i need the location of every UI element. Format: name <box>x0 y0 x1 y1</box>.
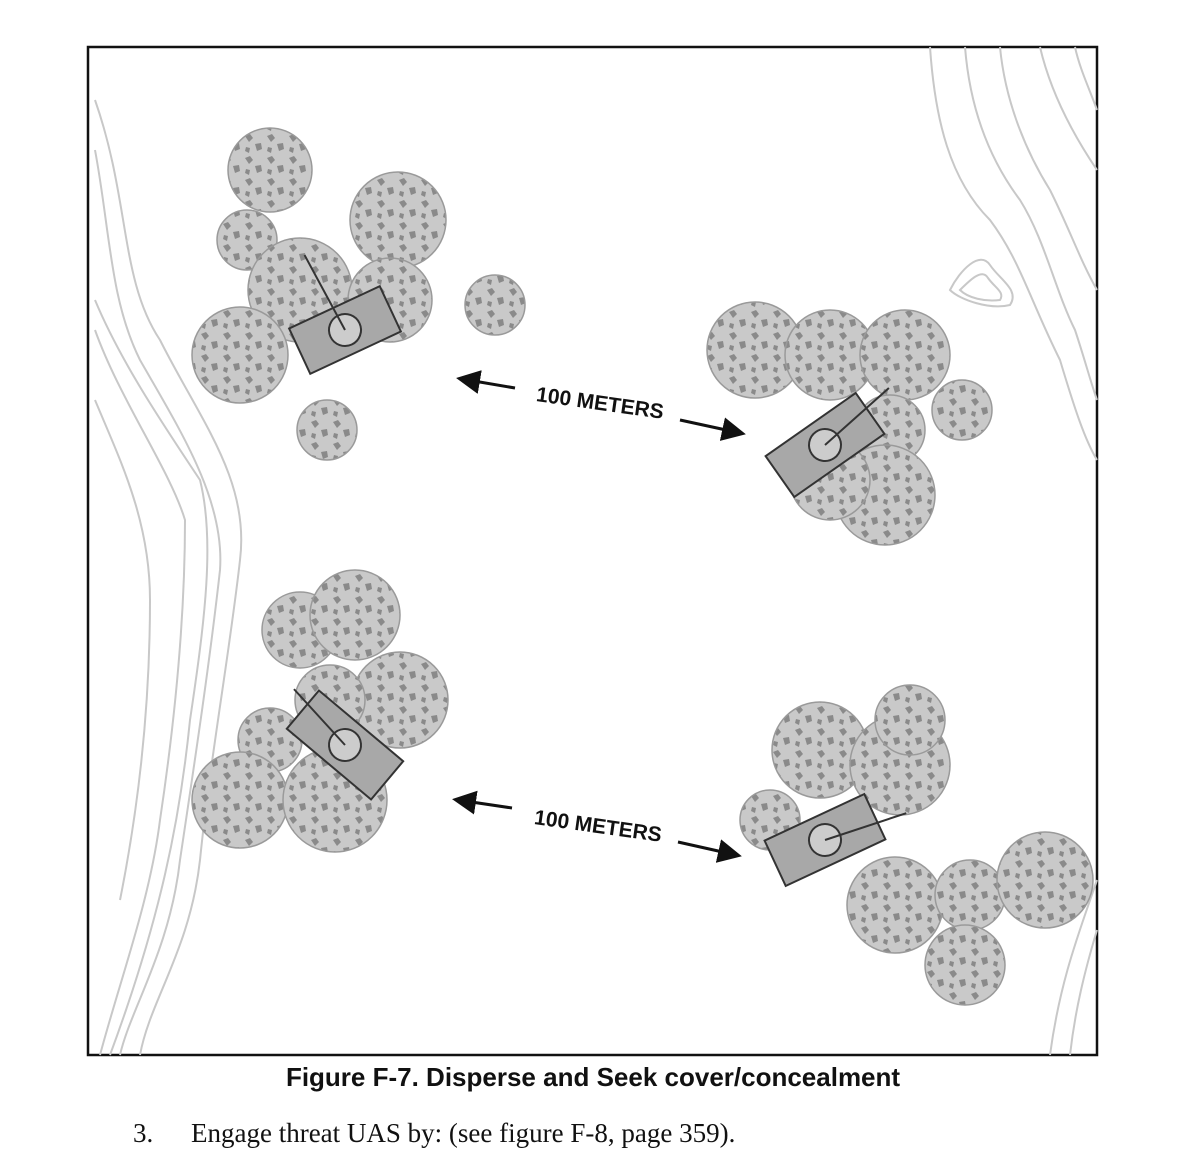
tank-icon <box>285 688 405 801</box>
disperse-figure: 100 METERS 100 METERS <box>86 45 1099 1057</box>
tanks <box>285 254 907 888</box>
distance-arrow-top <box>456 370 746 441</box>
distance-arrow-bottom <box>452 790 742 863</box>
tank-icon <box>763 792 907 888</box>
tank-icon <box>287 254 403 376</box>
numbered-paragraph: 3. Engage threat UAS by: (see figure F-8,… <box>133 1118 735 1149</box>
contour-lines <box>94 46 1098 1056</box>
tank-icon <box>764 387 890 499</box>
paragraph-number: 3. <box>133 1118 154 1148</box>
paragraph-text: Engage threat UAS by: (see figure F-8, p… <box>191 1118 736 1148</box>
figure-caption: Figure F-7. Disperse and Seek cover/conc… <box>285 1062 901 1092</box>
